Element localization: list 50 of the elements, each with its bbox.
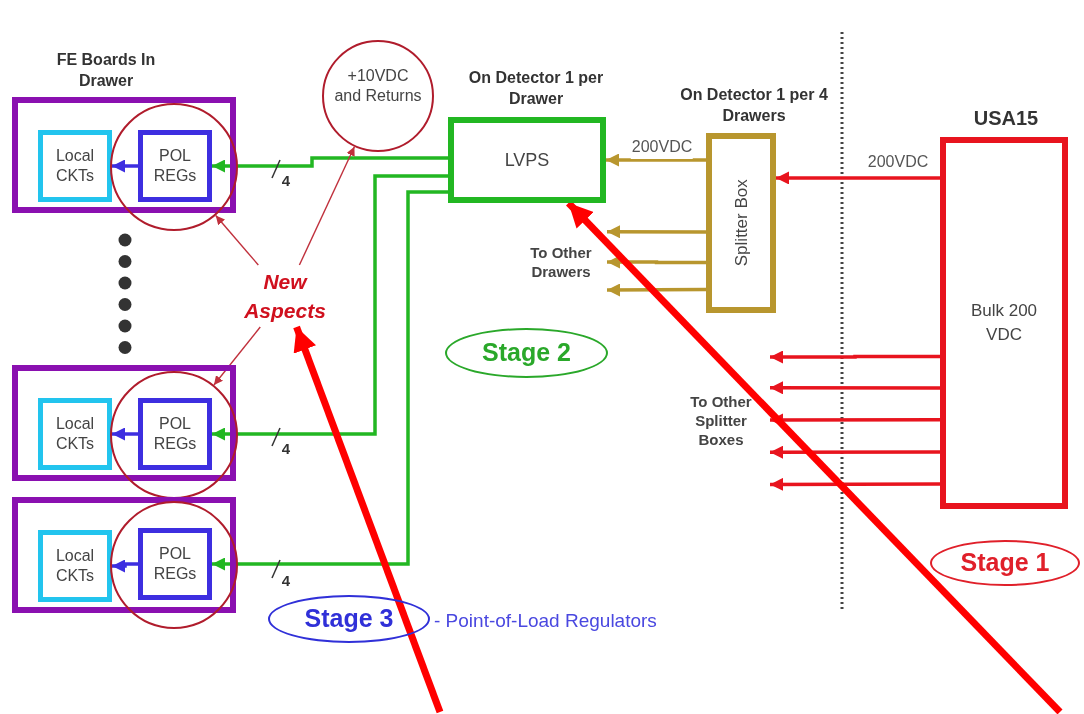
arrow	[298, 146, 356, 266]
node-label: To Other Drawers	[529, 243, 593, 281]
regulator-box	[138, 398, 212, 470]
arrow	[607, 255, 706, 269]
node-label: Stage 3	[304, 603, 394, 635]
node-label: To Other Splitter Boxes	[689, 391, 753, 449]
arrow	[770, 350, 940, 364]
heading-text: On Detector 1 per 4 Drawers	[679, 85, 829, 126]
node-label: Stage 1	[960, 547, 1050, 579]
stage-ellipse	[930, 540, 1080, 586]
arrow	[212, 156, 448, 173]
regulator-box	[138, 130, 212, 202]
arrow	[770, 381, 940, 395]
node-label: New Aspects	[243, 269, 327, 324]
node-label: Local CKTs	[54, 546, 96, 586]
node-label: +10VDC and Returns	[333, 66, 423, 106]
arrow	[112, 559, 138, 573]
arrow	[607, 225, 706, 239]
node-label: POL REGs	[152, 146, 198, 186]
arrow	[112, 159, 138, 173]
arrow	[212, 190, 448, 571]
circuit-box	[38, 398, 112, 470]
arrow	[776, 171, 940, 185]
arrow	[293, 325, 444, 714]
node-label: POL REGs	[152, 544, 198, 584]
circuit-box	[38, 130, 112, 202]
heading-text: FE Boards In Drawer	[55, 50, 157, 91]
node-label: Local CKTs	[54, 146, 96, 186]
node-label: Local CKTs	[54, 414, 96, 454]
regulator-box	[138, 528, 212, 600]
arrow	[112, 427, 138, 441]
heading-text: On Detector 1 per Drawer	[467, 68, 605, 109]
arrow	[215, 214, 260, 266]
stage-ellipse	[445, 328, 608, 378]
node-label: LVPS	[504, 148, 550, 172]
arrow	[770, 445, 940, 459]
circuit-box	[38, 530, 112, 602]
arrow	[213, 326, 261, 386]
node-label: Bulk 200 VDC	[969, 300, 1039, 346]
node-label: POL REGs	[152, 414, 198, 454]
heading-text: USA15	[972, 106, 1040, 131]
node-label: Stage 2	[482, 337, 571, 369]
drawer-box	[12, 365, 236, 481]
drawer-box	[12, 497, 236, 613]
stage-description: - Point-of-Load Regulators	[434, 609, 657, 633]
arrow	[606, 153, 706, 167]
arrow	[770, 477, 940, 491]
arrow	[212, 174, 448, 441]
arrow	[607, 283, 706, 297]
node-label: Splitter Box	[730, 179, 752, 267]
